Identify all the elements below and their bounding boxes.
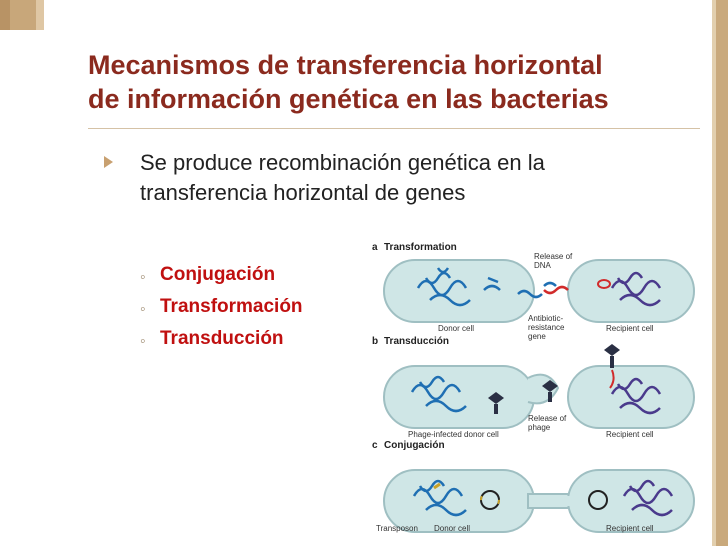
release-dna-label: Release of DNA bbox=[534, 252, 573, 270]
gene-transfer-illustration bbox=[368, 238, 698, 538]
antibiotic-gene-label: Antibiotic-resistance gene bbox=[528, 314, 565, 341]
panel-c-recipient-label: Recipient cell bbox=[606, 524, 654, 533]
donor-cell-c bbox=[383, 469, 535, 533]
subitem-ring-icon: ◦ bbox=[140, 301, 146, 318]
panel-b-recipient-label: Recipient cell bbox=[606, 430, 654, 439]
title-line-1: Mecanismos de transferencia horizontal bbox=[88, 50, 603, 80]
release-phage-label: Release of phage bbox=[528, 414, 567, 432]
transposon-label: Transposon bbox=[376, 524, 418, 533]
subitem-transduccion: Transducción bbox=[160, 328, 284, 349]
panel-c-donor-label: Donor cell bbox=[434, 524, 471, 533]
panel-c-letter: c bbox=[372, 440, 378, 451]
recipient-cell-c bbox=[567, 469, 695, 533]
panel-b-letter: b bbox=[372, 336, 379, 347]
panel-b-title: Transducción bbox=[384, 336, 450, 347]
subitem-conjugacion: Conjugación bbox=[160, 264, 276, 285]
top-left-decoration bbox=[0, 0, 80, 30]
panel-c-title: Conjugación bbox=[384, 440, 445, 451]
subitem-ring-icon: ◦ bbox=[140, 269, 146, 286]
subitem-transformacion: Transformación bbox=[160, 296, 303, 317]
donor-cell-b bbox=[383, 365, 535, 429]
right-decoration-bar bbox=[716, 0, 728, 546]
right-decoration-inner bbox=[712, 0, 716, 546]
panel-b-donor-label: Phage-infected donor cell bbox=[408, 430, 499, 439]
title-line-2: de información genética en las bacterias bbox=[88, 84, 609, 114]
main-bullet-text: Se produce recombinación genética en la … bbox=[140, 150, 545, 205]
slide-title: Mecanismos de transferencia horizontal d… bbox=[88, 48, 716, 116]
panel-a-recipient-label: Recipient cell bbox=[606, 324, 654, 333]
panel-a-title: Transformation bbox=[384, 242, 457, 253]
title-divider bbox=[88, 128, 700, 129]
bullet-marker-icon bbox=[104, 156, 113, 168]
panel-a-donor-label: Donor cell bbox=[438, 324, 475, 333]
gene-transfer-figure: a Transformation Release of DNA Antibiot… bbox=[368, 238, 698, 538]
donor-cell-a bbox=[383, 259, 535, 323]
panel-a-letter: a bbox=[372, 242, 378, 253]
subitem-ring-icon: ◦ bbox=[140, 333, 146, 350]
